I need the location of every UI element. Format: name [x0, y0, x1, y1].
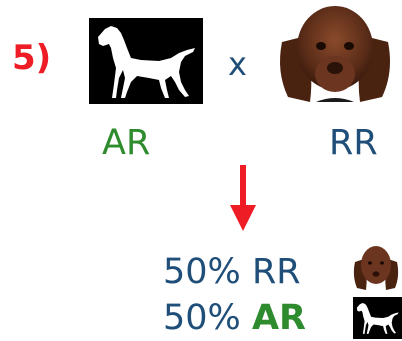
result-line-ar: 50% AR — [163, 296, 306, 340]
cross-symbol: x — [228, 45, 247, 83]
result-percent: 50% — [163, 252, 241, 292]
step-number: 5) — [12, 38, 52, 78]
red-down-arrow-icon — [228, 165, 258, 233]
brown-spaniel-photo-icon — [276, 2, 394, 104]
right-parent-genotype: RR — [329, 123, 378, 163]
result-genotype: RR — [251, 252, 301, 292]
result-percent: 50% — [163, 298, 241, 338]
brown-spaniel-photo-icon — [352, 244, 400, 290]
result-genotype: AR — [251, 298, 306, 338]
result-line-rr: 50% RR — [163, 250, 301, 294]
white-pointer-silhouette-icon — [353, 297, 402, 339]
left-parent-genotype: AR — [102, 123, 151, 163]
white-pointer-silhouette-icon — [89, 18, 203, 104]
